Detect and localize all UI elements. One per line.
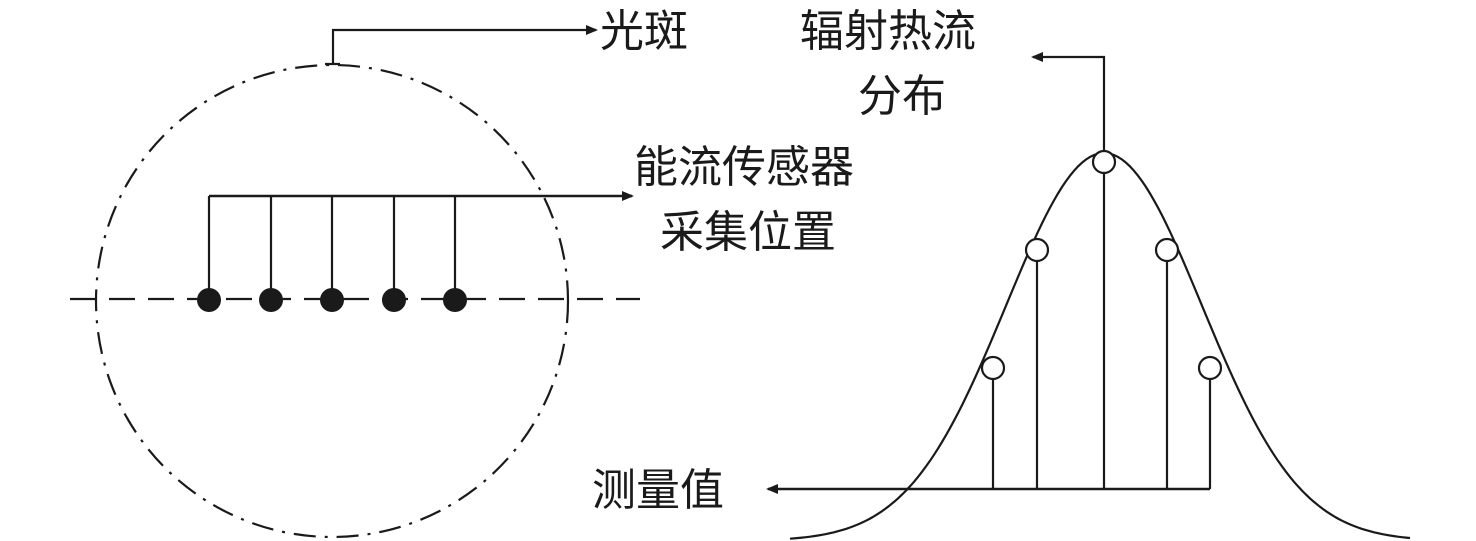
sensor-dot [443, 288, 467, 312]
measurement-points [980, 149, 1223, 381]
sensor-dot [197, 288, 221, 312]
measurement-point [980, 355, 1006, 381]
light-spot-circle [94, 63, 570, 539]
measurement-point [1024, 237, 1050, 263]
light-spot-leader [325, 30, 596, 66]
measurement-point [1091, 149, 1117, 175]
sensor-label-line1: 能流传感器 [634, 142, 854, 193]
sensor-label-line2: 采集位置 [660, 207, 836, 258]
heat-flux-leader [1031, 52, 1106, 152]
measured-value-label: 测量值 [592, 465, 724, 516]
heat-flux-label-line1: 辐射热流 [800, 6, 976, 57]
sensor-dot [259, 288, 283, 312]
sensor-dots [197, 288, 467, 312]
measurement-point [1154, 237, 1180, 263]
sensor-stems [207, 196, 457, 300]
measurement-bars [991, 174, 1212, 489]
measurement-point [1197, 355, 1223, 381]
sensor-dot [320, 288, 344, 312]
light-spot-label: 光斑 [600, 6, 688, 57]
heat-flux-label-line2: 分布 [858, 71, 946, 122]
heat-flux-curve [789, 152, 1411, 540]
sensor-dot [382, 288, 406, 312]
